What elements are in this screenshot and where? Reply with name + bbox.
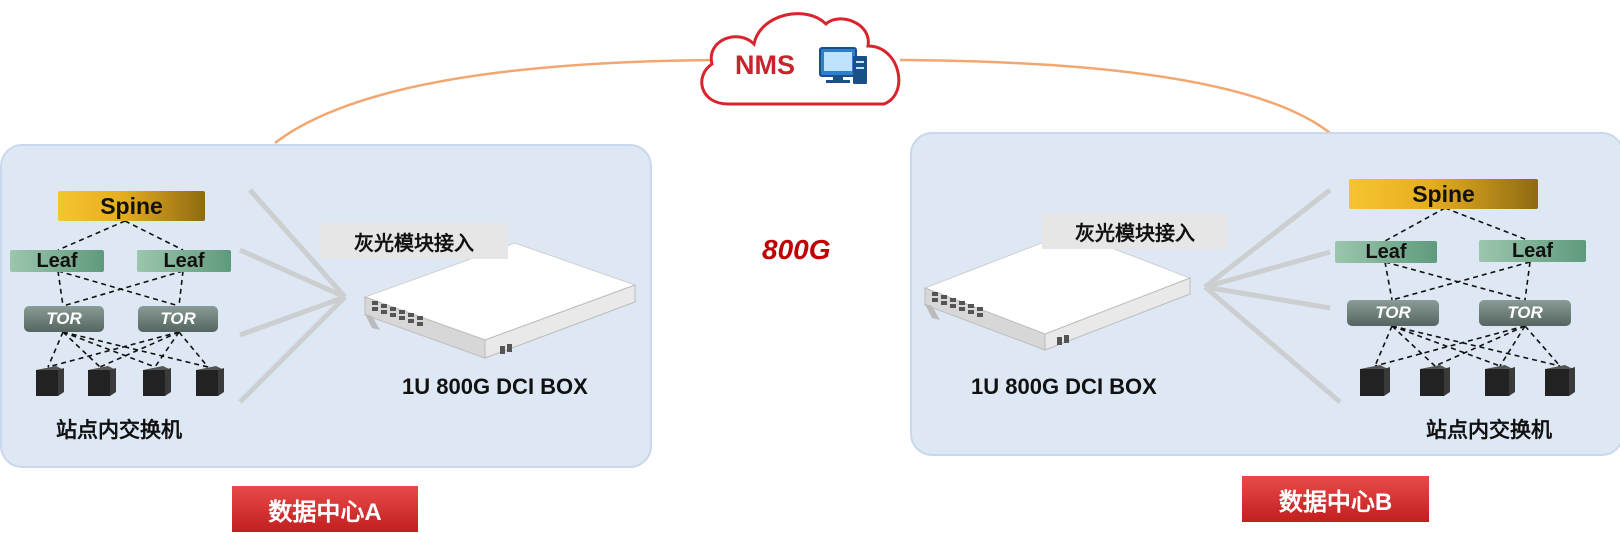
- server-icon: [1420, 365, 1450, 396]
- site-b-leaf-left: Leaf: [1335, 241, 1437, 263]
- site-b-topology-lines: [1374, 207, 1561, 367]
- computer-icon: [819, 47, 867, 84]
- site-a-dc-label: 数据中心A: [232, 486, 418, 532]
- server-icon: [1485, 365, 1515, 396]
- site-b-servers: [1360, 365, 1575, 396]
- server-icon: [1360, 365, 1390, 396]
- site-a-fan-lines: [238, 188, 347, 404]
- site-b-spine: Spine: [1349, 179, 1538, 209]
- site-b-leaf-right: Leaf: [1479, 240, 1586, 262]
- site-a-leaf-right: Leaf: [137, 250, 231, 272]
- site-a-leaf-left: Leaf: [10, 250, 104, 272]
- site-a-tor-right: TOR: [138, 306, 218, 332]
- site-a-tor-left: TOR: [24, 306, 104, 332]
- nms-arc: [274, 58, 1331, 144]
- server-icon: [196, 366, 224, 396]
- site-a-dci-box-icon: [363, 242, 637, 359]
- site-b-fan-lines: [1203, 188, 1342, 404]
- site-b-switch-label: 站点内交换机: [1426, 419, 1552, 442]
- server-icon: [143, 366, 171, 396]
- nms-label: NMS: [735, 50, 795, 80]
- site-a-topology-lines: [47, 220, 209, 368]
- site-b-dc-label: 数据中心B: [1242, 476, 1429, 522]
- server-icon: [1545, 365, 1575, 396]
- server-icon: [36, 366, 64, 396]
- site-a-module-label: 灰光模块接入: [320, 223, 508, 259]
- cloud-icon: [700, 12, 901, 106]
- site-b-tor-left: TOR: [1347, 300, 1439, 326]
- site-b-tor-right: TOR: [1479, 300, 1571, 326]
- site-b-module-label: 灰光模块接入: [1042, 213, 1228, 249]
- server-icon: [88, 366, 116, 396]
- site-a-spine: Spine: [58, 191, 205, 221]
- site-a-servers: [36, 366, 224, 396]
- site-a-box-label: 1U 800G DCI BOX: [402, 374, 588, 399]
- link-speed-label: 800G: [762, 234, 831, 265]
- site-a-switch-label: 站点内交换机: [56, 419, 182, 442]
- site-b-dci-box-icon: [923, 231, 1192, 351]
- site-b-box-label: 1U 800G DCI BOX: [971, 374, 1157, 399]
